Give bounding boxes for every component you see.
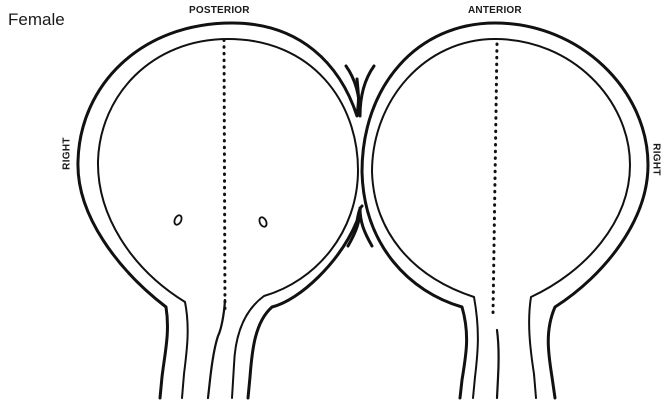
right-side-right-label: RIGHT <box>651 130 662 190</box>
posterior-dotted-midline <box>224 40 225 312</box>
posterior-midline <box>208 300 225 398</box>
posterior-outer-outline <box>78 23 359 398</box>
left-side-right-label: RIGHT <box>62 124 73 184</box>
posterior-right-mark <box>258 216 268 228</box>
junction-upper-notch <box>346 66 374 116</box>
posterior-outer-lower-right <box>248 221 357 398</box>
anterior-label: ANTERIOR <box>468 5 522 16</box>
anterior-figure <box>362 23 648 398</box>
anterior-midline <box>497 330 499 398</box>
posterior-label: POSTERIOR <box>189 5 250 16</box>
posterior-left-mark <box>173 214 183 226</box>
gender-label: Female <box>8 10 65 30</box>
posterior-inner-outline <box>98 39 358 398</box>
anterior-inner-outline <box>372 39 630 398</box>
anterior-outer-outline <box>362 23 648 398</box>
anterior-dotted-midline <box>493 44 497 314</box>
posterior-figure <box>78 23 362 398</box>
